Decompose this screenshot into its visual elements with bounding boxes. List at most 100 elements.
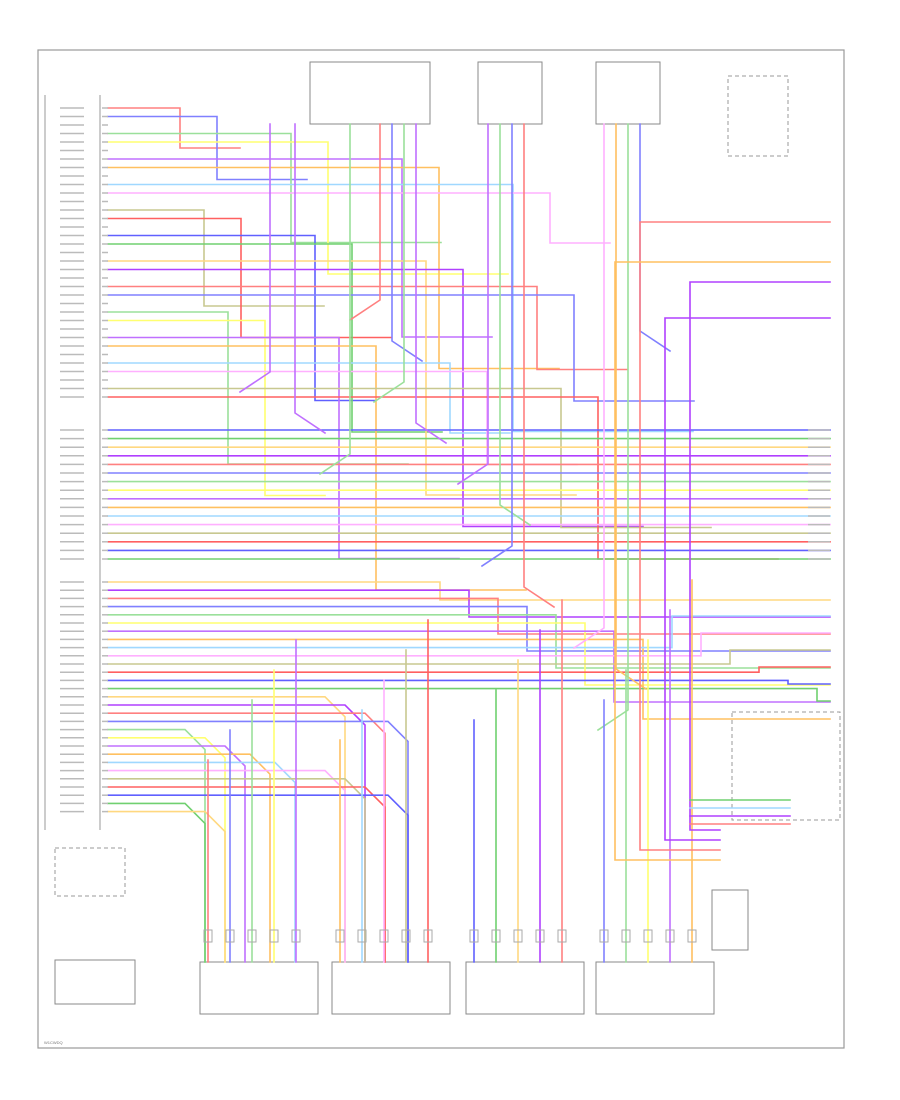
connector-pin <box>557 929 567 943</box>
wire <box>639 123 672 353</box>
top-right-sensor <box>727 75 789 157</box>
top-switch-box-1 <box>309 61 431 125</box>
wire <box>107 679 831 685</box>
wire <box>107 268 644 528</box>
wire <box>107 695 346 963</box>
wire <box>238 123 271 394</box>
wire <box>107 294 695 402</box>
wire <box>107 132 442 244</box>
wire <box>107 166 560 370</box>
wire <box>107 319 326 497</box>
connector-pin <box>491 929 501 943</box>
connector-pin <box>401 929 411 943</box>
wire <box>318 123 351 476</box>
wire <box>107 613 831 669</box>
connector-pin <box>665 929 675 943</box>
wire <box>348 123 381 322</box>
wire <box>614 261 831 861</box>
wire <box>107 589 831 618</box>
wire <box>107 234 376 402</box>
transmission-range-switch <box>711 889 749 951</box>
wire <box>107 362 511 434</box>
wire <box>107 243 443 433</box>
wire <box>107 753 271 963</box>
wire <box>107 396 779 560</box>
connector-pin <box>621 929 631 943</box>
wire <box>107 622 831 686</box>
wire <box>499 123 532 527</box>
wire <box>107 630 831 703</box>
wire-group <box>107 107 831 963</box>
seat-module-3 <box>465 961 585 1015</box>
wire <box>107 141 509 275</box>
wire <box>372 123 405 404</box>
bottom-left-switch <box>54 959 136 1005</box>
connector-pin-group <box>203 929 697 943</box>
wire <box>107 745 246 963</box>
wire <box>107 761 296 963</box>
wire <box>107 720 409 963</box>
wire <box>107 777 366 963</box>
wire <box>664 317 831 841</box>
wire <box>415 123 448 445</box>
right-sensor-box <box>731 711 841 821</box>
wire <box>107 794 409 963</box>
seat-module-4 <box>595 961 715 1015</box>
connector-pin <box>269 929 279 943</box>
wire <box>294 123 327 435</box>
wire <box>689 281 831 831</box>
wire <box>107 728 206 963</box>
wire <box>107 632 831 657</box>
connector-pin <box>535 929 545 943</box>
wire <box>107 158 493 338</box>
wire <box>107 370 578 466</box>
wire <box>107 209 325 307</box>
wire <box>107 638 831 720</box>
connector-pin <box>335 929 345 943</box>
connector-pin <box>599 929 609 943</box>
top-switch-box-2 <box>477 61 543 125</box>
connector-pin <box>247 929 257 943</box>
wire <box>615 123 648 691</box>
connector-pin <box>291 929 301 943</box>
wire <box>107 802 206 963</box>
wire <box>639 221 831 851</box>
wire <box>107 597 831 635</box>
seat-module-1 <box>199 961 319 1015</box>
pin-label-group <box>60 107 830 813</box>
wire <box>107 769 346 963</box>
connector-pin <box>379 929 389 943</box>
wire <box>107 192 611 244</box>
connector-pin <box>643 929 653 943</box>
figure-id: W1CWDQ <box>44 1040 63 1045</box>
wire <box>107 217 392 339</box>
wire <box>107 285 628 371</box>
wire <box>107 183 694 433</box>
connector-pin <box>203 929 213 943</box>
top-switch-box-3 <box>595 61 661 125</box>
wire <box>572 123 605 650</box>
connector-pin <box>225 929 235 943</box>
wire <box>107 605 831 652</box>
wire <box>107 786 386 963</box>
wire <box>456 123 489 486</box>
wire <box>107 712 386 963</box>
diagram-frame <box>37 49 845 1049</box>
wire <box>107 649 831 665</box>
wire <box>480 123 513 568</box>
wire <box>107 115 308 181</box>
connector-pin <box>469 929 479 943</box>
wire <box>107 810 226 963</box>
wire <box>107 704 366 963</box>
wire <box>107 615 831 649</box>
wire <box>107 387 712 529</box>
bottom-left-component <box>54 847 126 897</box>
wire <box>107 687 831 702</box>
connector-pin <box>357 929 367 943</box>
connector-pin <box>687 929 697 943</box>
wire <box>107 666 831 674</box>
connector-pin <box>513 929 523 943</box>
connector-pin <box>423 929 433 943</box>
wire <box>107 107 241 149</box>
wire <box>391 123 424 363</box>
